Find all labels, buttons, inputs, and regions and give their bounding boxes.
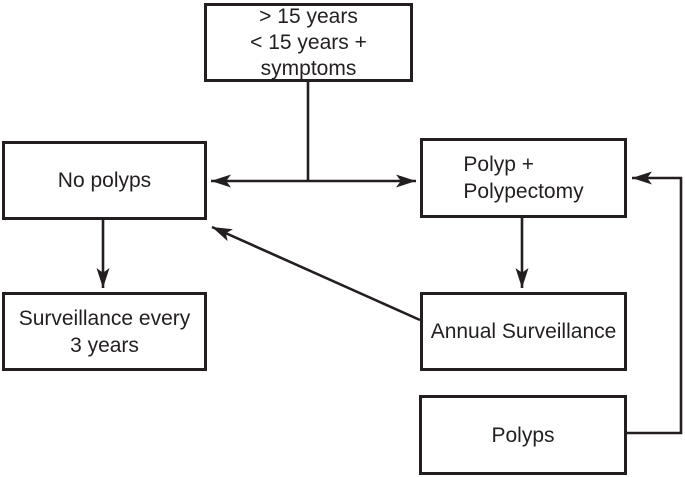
edge-polyps-to-polyp-polypectomy bbox=[627, 171, 683, 435]
criteria-line-1: > 15 years bbox=[259, 4, 358, 28]
node-polyp-polypectomy-label: Polyp + Polypectomy bbox=[463, 151, 583, 205]
node-criteria: > 15 years < 15 years + symptoms bbox=[204, 3, 413, 82]
node-polyps-label: Polyps bbox=[491, 423, 555, 447]
node-annual-surveillance-label: Annual Surveillance bbox=[430, 320, 617, 343]
node-polyps: Polyps bbox=[419, 395, 627, 475]
polyp-polypectomy-line-1: Polyp + bbox=[463, 153, 535, 176]
surveillance-line-2: 3 years bbox=[70, 333, 139, 357]
criteria-line-2: < 15 years + bbox=[250, 30, 367, 54]
polyp-polypectomy-line-2: Polypectomy bbox=[463, 180, 584, 203]
node-surveillance-every-3-years: Surveillance every 3 years bbox=[2, 292, 207, 371]
criteria-line-3: symptoms bbox=[260, 56, 357, 80]
node-polyp-polypectomy: Polyp + Polypectomy bbox=[420, 138, 627, 218]
edge-annual-surveillance-to-no-polyps bbox=[211, 225, 421, 322]
node-no-polyps-label: No polyps bbox=[57, 169, 152, 192]
node-annual-surveillance: Annual Surveillance bbox=[420, 292, 627, 371]
node-criteria-label: > 15 years < 15 years + symptoms bbox=[250, 4, 367, 82]
node-surveillance-every-3-years-label: Surveillance every 3 years bbox=[19, 305, 191, 359]
surveillance-line-1: Surveillance every bbox=[18, 306, 191, 330]
node-no-polyps: No polyps bbox=[2, 141, 207, 220]
